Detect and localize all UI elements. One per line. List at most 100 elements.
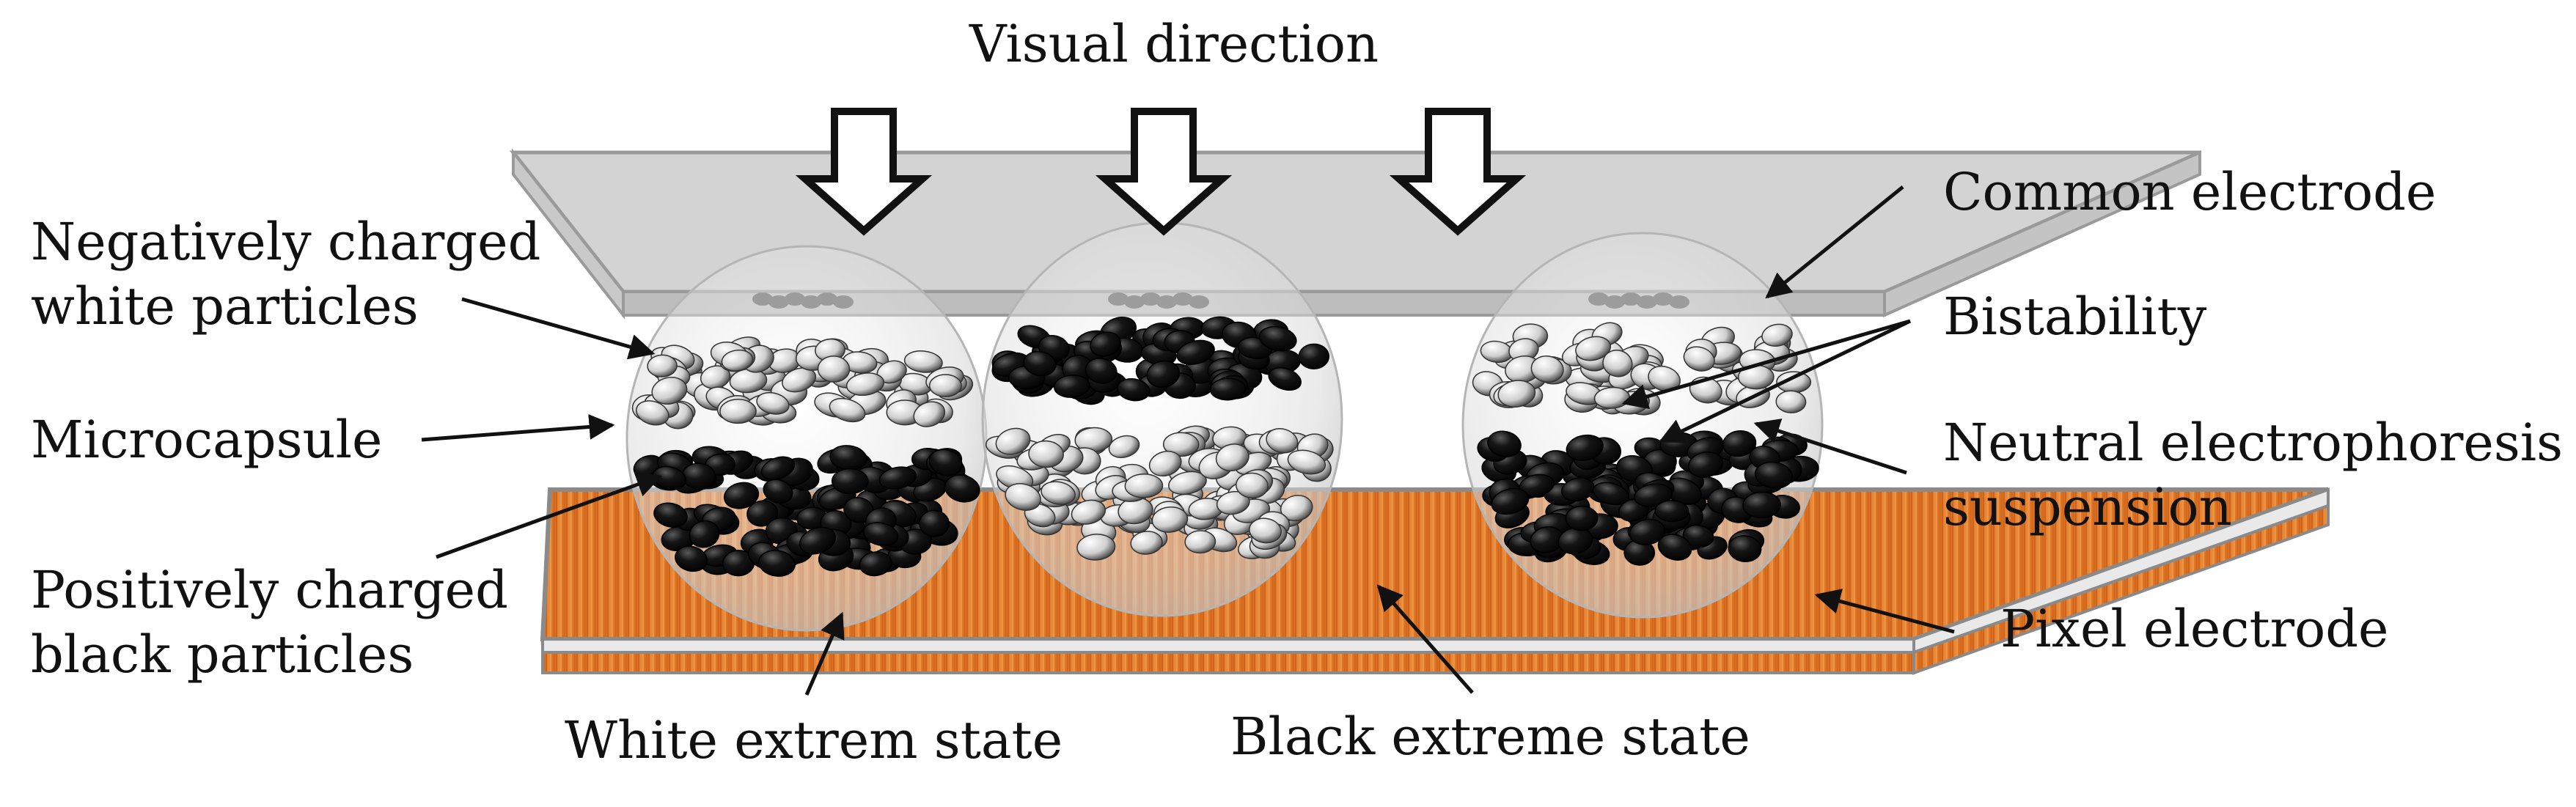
white-particle (1184, 530, 1217, 554)
white-particle (1071, 499, 1107, 525)
arrow-black-extreme (1376, 584, 1474, 694)
white-particle (1041, 481, 1076, 505)
black-particle (919, 509, 950, 537)
black-particle (1754, 461, 1793, 489)
black-particle (862, 522, 899, 547)
white-particle (1575, 336, 1612, 361)
black-particle (1682, 524, 1714, 548)
arrow-white-particles (461, 297, 656, 360)
black-particle (928, 449, 963, 476)
black-particle (653, 502, 688, 528)
arrow-bistability-2 (1658, 319, 1912, 443)
microcapsule-left (625, 245, 988, 632)
plate-particle (1124, 295, 1145, 309)
label-negative-white-line1: Negatively charged (31, 212, 541, 272)
black-particle (1629, 518, 1666, 545)
common-electrode-plate (509, 148, 2201, 320)
black-particle (1053, 375, 1090, 398)
label-visual-direction: Visual direction (969, 14, 1379, 74)
black-particle (1592, 482, 1630, 506)
black-particle (1176, 339, 1215, 365)
label-neutral-suspension-line2: suspension (1943, 477, 2232, 537)
white-particle (1130, 531, 1163, 555)
plate-particle (1588, 292, 1609, 306)
black-particle (1023, 350, 1057, 377)
plate-particle (1621, 292, 1641, 306)
label-common-electrode: Common electrode (1943, 162, 2437, 222)
arrow-white-extreme (804, 611, 845, 696)
arrow-common-electrode (1765, 185, 1904, 299)
down-arrow-icon-2 (1095, 108, 1233, 236)
black-particle (1298, 343, 1330, 369)
black-particle (1209, 377, 1247, 401)
arrow-microcapsule (421, 413, 615, 442)
label-microcapsule: Microcapsule (31, 410, 383, 470)
white-particle (1216, 490, 1250, 515)
white-particle (1530, 355, 1564, 383)
black-particle (1085, 358, 1118, 384)
white-particle (636, 400, 669, 426)
white-particle (647, 354, 678, 377)
white-particle (829, 397, 866, 423)
plate-particle (1189, 295, 1209, 309)
microcapsule-middle (981, 221, 1343, 617)
white-particle (1775, 390, 1807, 413)
plate-particle (817, 292, 837, 306)
black-particle (746, 500, 779, 527)
label-black-extreme-state: Black extreme state (1230, 707, 1750, 767)
white-particle (756, 391, 790, 415)
plate-particle (1653, 292, 1673, 306)
black-particle (1728, 535, 1762, 563)
label-positive-black-line2: black particles (31, 624, 414, 685)
white-particle (1108, 435, 1140, 459)
label-neutral-suspension-line1: Neutral electrophoresis (1943, 413, 2564, 473)
white-particle (1168, 471, 1207, 495)
plate-particle (752, 292, 773, 306)
black-particle (760, 456, 796, 481)
black-particle (1566, 434, 1604, 461)
black-particle (1565, 505, 1599, 531)
black-particle (799, 526, 837, 555)
plate-particle (768, 295, 789, 309)
white-particle (1235, 472, 1269, 499)
white-particle (995, 427, 1031, 455)
down-arrow-icon-3 (1389, 108, 1527, 236)
plate-particle (1156, 295, 1177, 309)
black-particle (1654, 500, 1689, 523)
white-particle (651, 377, 688, 405)
label-negative-white-line2: white particles (31, 276, 419, 336)
black-particle (1268, 367, 1302, 391)
black-particle (763, 479, 793, 504)
white-particle (1148, 450, 1182, 477)
black-particle (944, 474, 980, 503)
capsule-shell (981, 221, 1343, 617)
black-particle (878, 466, 917, 490)
microcapsule-right (1461, 232, 1824, 619)
black-particle (689, 520, 720, 548)
white-particle (1162, 432, 1200, 457)
black-particle (1258, 325, 1297, 352)
white-particle (721, 349, 754, 372)
white-particle (1249, 517, 1282, 544)
black-particle (758, 550, 796, 577)
black-particle (1634, 483, 1673, 507)
black-particle (1487, 430, 1522, 457)
white-particle (913, 401, 946, 427)
pointer-arrows (421, 185, 1955, 696)
black-particle (675, 545, 708, 572)
arrow-neutral-suspension (1753, 419, 1907, 475)
plate-particle (1669, 295, 1689, 309)
white-particle (903, 350, 943, 373)
white-particle (1266, 427, 1299, 454)
white-particle (1683, 346, 1715, 372)
visual-direction-arrows (795, 108, 1527, 236)
black-particle (723, 482, 760, 509)
white-particle (719, 399, 757, 424)
label-positive-black-line1: Positively charged (31, 560, 508, 620)
white-particle (1005, 483, 1041, 511)
arrow-black-particles (436, 472, 663, 559)
down-arrow-icon-1 (795, 108, 933, 236)
plate-particle (1140, 292, 1161, 306)
white-particle (1648, 365, 1681, 392)
